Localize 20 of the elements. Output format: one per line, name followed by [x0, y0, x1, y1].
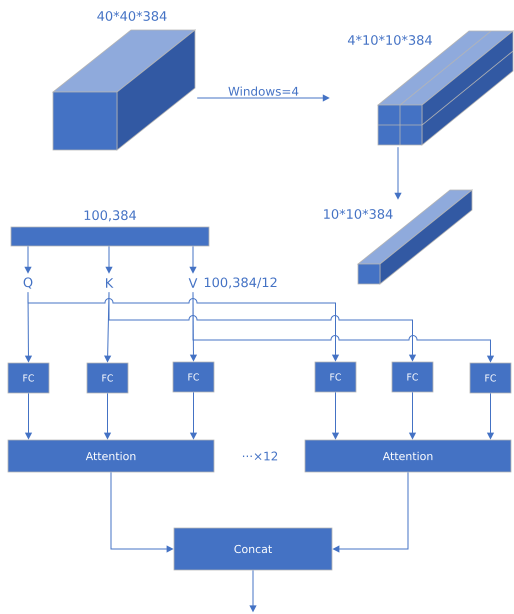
dimension-label: 10*10*384	[324, 209, 393, 219]
vector-label: V	[188, 278, 198, 288]
vector-label: K	[106, 278, 114, 288]
node-label: 100,384	[84, 210, 136, 222]
process-box: FC	[470, 362, 512, 394]
process-box: Attention	[8, 440, 214, 472]
process-box: FC	[86, 362, 128, 394]
process-box: FC	[172, 362, 214, 392]
dimension-label: 4*10*10*384	[348, 35, 432, 45]
vector-label: Q	[24, 277, 32, 289]
process-box: Concat	[174, 528, 332, 570]
process-box: FC	[392, 362, 434, 392]
process-box: Attention	[304, 440, 512, 472]
feature-bar: 100,384	[10, 210, 210, 246]
edge-label: Windows=4	[228, 86, 298, 96]
repeat-label: ···×12	[242, 452, 278, 460]
dimension-label: 40*40*384	[97, 11, 167, 21]
dimension-label: 100,384/12	[204, 277, 276, 289]
process-box: FC	[314, 362, 356, 392]
process-box: FC	[8, 362, 50, 394]
